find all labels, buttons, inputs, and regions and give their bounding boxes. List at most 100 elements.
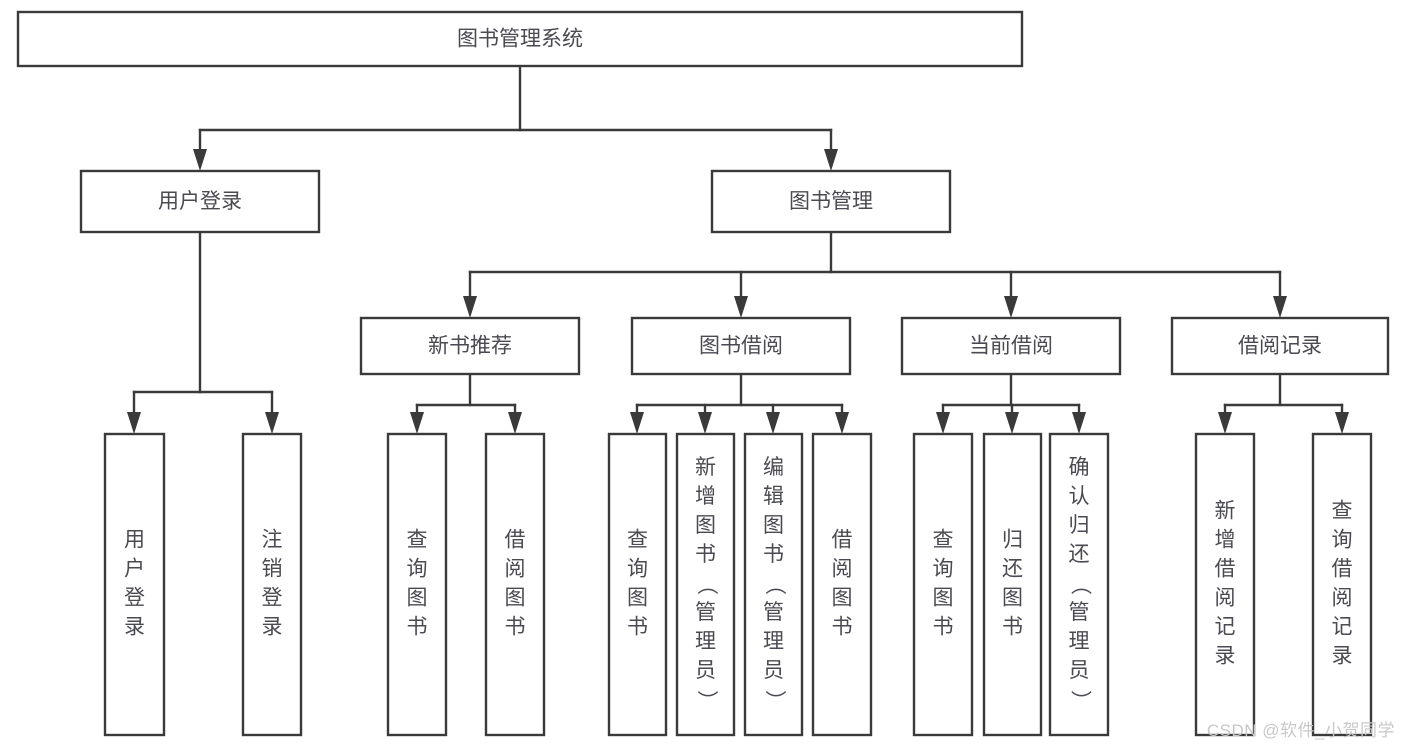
node-current-borrow[interactable]: 当前借阅 xyxy=(900,316,1122,376)
node-leaf-borrow-book-2[interactable]: 借阅图书借阅图书 xyxy=(811,432,873,737)
connector-group xyxy=(630,372,849,434)
node-label-char: 记 xyxy=(1332,616,1353,639)
node-label-char: 借 xyxy=(832,529,853,552)
node-label-char: 图 xyxy=(505,587,526,610)
node-label-char: 图 xyxy=(627,587,648,610)
node-leaf-add-record[interactable]: 新增借阅记录新增借阅记录 xyxy=(1194,432,1256,737)
node-label: 新书推荐 xyxy=(428,335,512,358)
node-label-char: 阅 xyxy=(1332,587,1353,610)
node-label-char: 确 xyxy=(1069,456,1090,479)
node-label: 借阅记录 xyxy=(1238,335,1322,358)
node-label-char: 录 xyxy=(262,616,283,639)
connector-group xyxy=(936,372,1086,434)
node-label-char: 查 xyxy=(933,529,954,552)
node-label-char: 书 xyxy=(505,616,526,639)
node-leaf-logout[interactable]: 注销登录注销登录 xyxy=(241,432,303,737)
csdn-watermark: CSDN @软件_小贺同学 xyxy=(1206,721,1395,740)
node-label-char: 借 xyxy=(1215,558,1236,581)
node-label-char: 增 xyxy=(695,485,716,508)
node-label-char: 借 xyxy=(505,529,526,552)
node-label-char: 书 xyxy=(1002,616,1023,639)
node-label-char: 归 xyxy=(1002,529,1023,552)
node-label-char: 图 xyxy=(933,587,954,610)
node-label-char: 阅 xyxy=(832,558,853,581)
node-label-char: 书 xyxy=(695,543,716,566)
node-label: 图书管理 xyxy=(789,190,873,213)
node-leaf-query-book-1[interactable]: 查询图书查询图书 xyxy=(386,432,448,737)
node-label-char: 归 xyxy=(1069,514,1090,537)
node-label-char: 登 xyxy=(262,587,283,610)
node-label-char: ） xyxy=(695,690,718,711)
node-label-char: 销 xyxy=(262,558,283,581)
connector-group xyxy=(410,372,522,434)
node-label-char: 认 xyxy=(1069,485,1090,508)
node-layer: 图书管理系统用户登录图书管理新书推荐图书借阅当前借阅借阅记录用户登录用户登录注销… xyxy=(16,10,1390,737)
node-label-char: 询 xyxy=(627,558,648,581)
node-label-char: 还 xyxy=(1069,543,1090,566)
node-leaf-user-login[interactable]: 用户登录用户登录 xyxy=(103,432,166,737)
node-label-char: 查 xyxy=(1332,500,1353,523)
node-label-char: 书 xyxy=(832,616,853,639)
node-label-char: 理 xyxy=(1069,630,1090,653)
node-label-char: 阅 xyxy=(1215,587,1236,610)
node-label-char: （ xyxy=(763,574,786,595)
node-label-char: 员 xyxy=(1069,659,1090,682)
node-label-char: 书 xyxy=(933,616,954,639)
node-leaf-return-book[interactable]: 归还图书归还图书 xyxy=(982,432,1043,737)
connector-group xyxy=(463,230,1287,318)
node-label-char: 询 xyxy=(1332,529,1353,552)
node-label-char: 管 xyxy=(763,601,784,624)
node-label: 图书借阅 xyxy=(699,335,783,358)
node-root[interactable]: 图书管理系统 xyxy=(16,10,1024,68)
node-label-char: 录 xyxy=(124,616,145,639)
connector-group xyxy=(127,230,279,434)
node-leaf-query-book-2[interactable]: 查询图书查询图书 xyxy=(607,432,668,737)
node-label-char: 员 xyxy=(763,659,784,682)
node-label-char: ） xyxy=(763,690,786,711)
node-label-char: 编 xyxy=(763,456,784,479)
node-label-char: 注 xyxy=(262,529,283,552)
node-label-char: 录 xyxy=(1215,645,1236,668)
node-borrow-record[interactable]: 借阅记录 xyxy=(1170,316,1390,376)
node-label: 当前借阅 xyxy=(969,335,1053,358)
node-label-char: 图 xyxy=(763,514,784,537)
node-label-char: 图 xyxy=(407,587,428,610)
node-label: 图书管理系统 xyxy=(457,28,583,51)
node-new-book-recommend[interactable]: 新书推荐 xyxy=(359,316,581,376)
node-leaf-query-record[interactable]: 查询借阅记录查询借阅记录 xyxy=(1311,432,1373,737)
node-leaf-query-book-3[interactable]: 查询图书查询图书 xyxy=(912,432,974,737)
node-label-char: 图 xyxy=(832,587,853,610)
node-book-borrow[interactable]: 图书借阅 xyxy=(630,316,852,376)
node-label-char: 询 xyxy=(933,558,954,581)
connector-group xyxy=(1218,372,1349,434)
node-label-char: 查 xyxy=(627,529,648,552)
node-label-char: 辑 xyxy=(763,485,784,508)
node-label-char: 管 xyxy=(1069,601,1090,624)
node-label-char: 用 xyxy=(124,529,145,552)
node-label-char: 记 xyxy=(1215,616,1236,639)
node-label-char: 户 xyxy=(124,558,145,581)
node-label-char: 增 xyxy=(1215,529,1236,552)
node-label-char: （ xyxy=(695,574,718,595)
node-label-char: 图 xyxy=(695,514,716,537)
node-user-login[interactable]: 用户登录 xyxy=(79,169,321,234)
node-leaf-borrow-book-1[interactable]: 借阅图书借阅图书 xyxy=(484,432,546,737)
node-label-char: ） xyxy=(1068,690,1091,711)
node-label-char: 借 xyxy=(1332,558,1353,581)
node-label-char: 理 xyxy=(695,630,716,653)
node-label-char: 新 xyxy=(695,456,716,479)
node-label-char: 新 xyxy=(1215,500,1236,523)
node-label-char: 阅 xyxy=(505,558,526,581)
node-label-char: 还 xyxy=(1002,558,1023,581)
node-label-char: 管 xyxy=(695,601,716,624)
node-label: 用户登录 xyxy=(158,190,242,213)
node-label-char: 书 xyxy=(627,616,648,639)
node-book-manage[interactable]: 图书管理 xyxy=(710,169,952,234)
node-label-char: 询 xyxy=(407,558,428,581)
node-label-char: 书 xyxy=(407,616,428,639)
node-label-char: 录 xyxy=(1332,645,1353,668)
